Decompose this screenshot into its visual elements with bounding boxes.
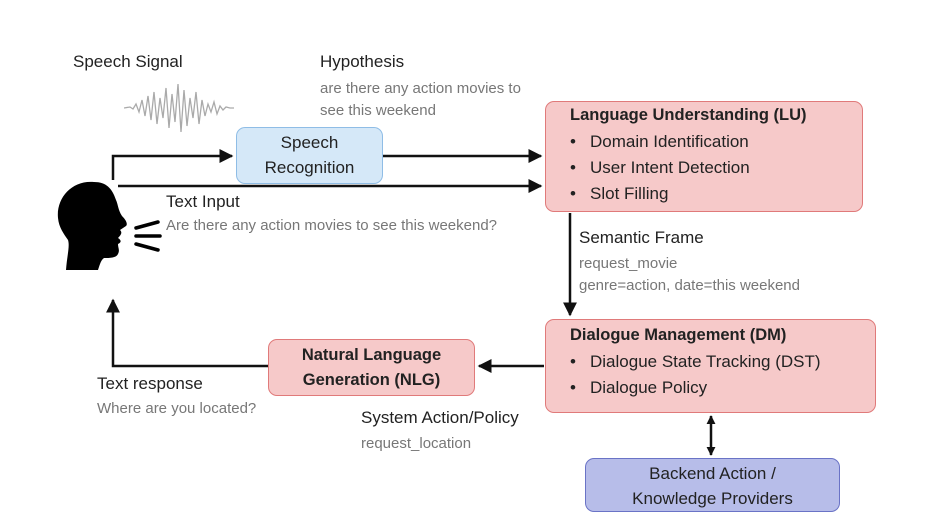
lu-item: User Intent Detection [570,155,862,181]
speech-signal-label: Speech Signal [73,52,183,71]
hypothesis-text-line1: are there any action movies to [320,80,521,97]
backend-line1: Backend Action / [649,464,776,483]
system-action-text: request_location [361,435,472,452]
backend-box: Backend Action / Knowledge Providers [585,458,840,512]
dm-item: Dialogue Policy [570,375,875,401]
speaking-head-icon [57,181,162,270]
lu-title: Language Understanding (LU) [570,106,807,124]
hypothesis-label: Hypothesis [320,52,405,71]
dm-title: Dialogue Management (DM) [570,326,787,344]
semantic-frame-line1: request_movie [579,255,678,272]
lu-list: Domain Identification User Intent Detect… [570,129,862,207]
arrow-user-to-speech-recognition [111,149,234,180]
text-response-text: Where are you located? [97,400,257,417]
nlg-box: Natural Language Generation (NLG) [268,339,475,396]
speech-waveform-icon [124,83,234,133]
nlg-line2: Generation (NLG) [302,371,441,389]
language-understanding-box: Language Understanding (LU) Domain Ident… [545,101,863,212]
arrow-nlg-to-user [106,298,268,368]
text-input-label: Text Input [166,192,240,211]
dialogue-management-box: Dialogue Management (DM) Dialogue State … [545,319,876,413]
text-response-label: Text response [97,374,203,393]
dm-item: Dialogue State Tracking (DST) [570,349,875,375]
system-action-label: System Action/Policy [361,408,519,427]
lu-item: Domain Identification [570,129,862,155]
dm-list: Dialogue State Tracking (DST) Dialogue P… [570,349,875,401]
nlg-line1: Natural Language [301,346,442,364]
lu-item: Slot Filling [570,181,862,207]
speech-recognition-box: Speech Recognition [236,127,383,184]
hypothesis-text-line2: see this weekend [320,102,436,119]
backend-line2: Knowledge Providers [632,489,793,508]
semantic-frame-line2: genre=action, date=this weekend [579,277,800,294]
speech-recognition-line1: Speech [280,133,339,152]
speech-recognition-line2: Recognition [264,158,355,177]
semantic-frame-label: Semantic Frame [579,228,704,247]
text-input-text: Are there any action movies to see this … [166,217,498,234]
